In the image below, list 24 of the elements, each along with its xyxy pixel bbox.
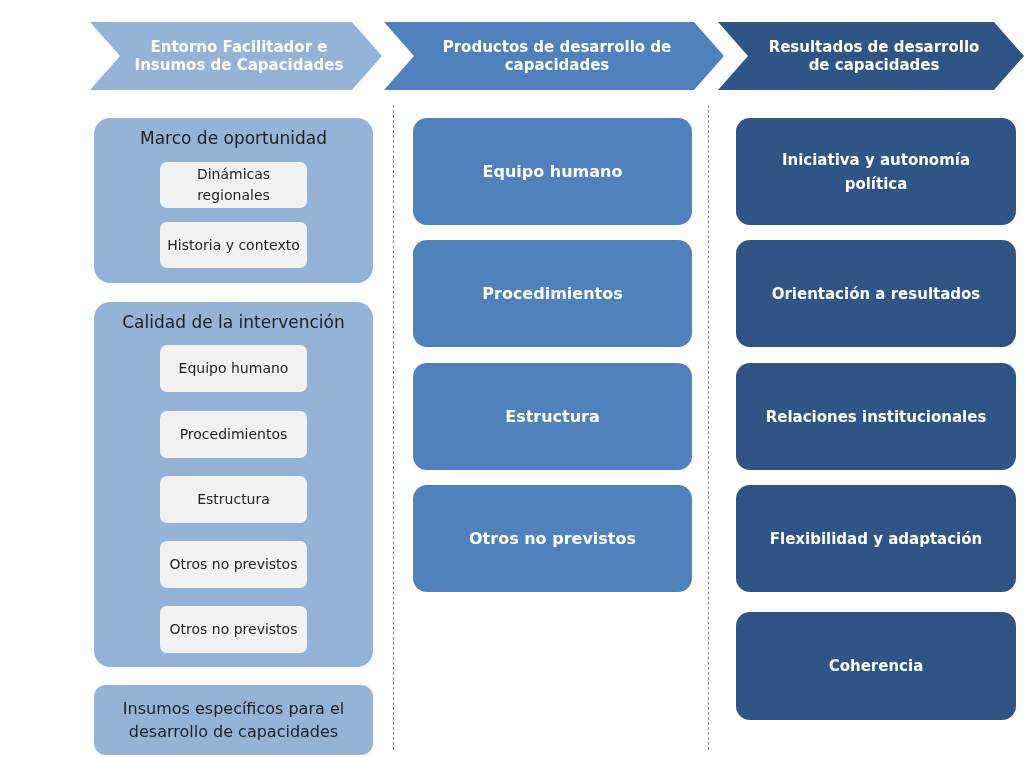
item-box: Dinámicas regionales	[160, 162, 307, 208]
result-box: Iniciativa y autonomía política	[736, 118, 1016, 225]
group-panel	[94, 302, 373, 667]
result-box: Orientación a resultados	[736, 240, 1016, 347]
input-box: Insumos específicos para el desarrollo de capacidades	[94, 685, 373, 755]
group-panel	[94, 118, 373, 283]
item-box: Otros no previstos	[160, 541, 307, 588]
output-box: Estructura	[413, 363, 692, 470]
output-box: Procedimientos	[413, 240, 692, 347]
output-box: Otros no previstos	[413, 485, 692, 592]
result-box: Coherencia	[736, 612, 1016, 720]
group-title: Marco de oportunidad	[140, 128, 327, 148]
result-box: Relaciones institucionales	[736, 363, 1016, 470]
result-box: Flexibilidad y adaptación	[736, 485, 1016, 592]
item-box: Equipo humano	[160, 345, 307, 392]
item-box: Procedimientos	[160, 411, 307, 458]
chevron-header: Resultados de desarrollo de capacidades	[718, 22, 1024, 90]
output-box: Equipo humano	[413, 118, 692, 225]
item-box: Historia y contexto	[160, 222, 307, 268]
chevron-header: Productos de desarrollo de capacidades	[384, 22, 724, 90]
group-title: Calidad de la intervención	[122, 312, 345, 332]
item-box: Otros no previstos	[160, 606, 307, 653]
chevron-header: Entorno Facilitador e Insumos de Capacidades	[90, 22, 382, 90]
item-box: Estructura	[160, 476, 307, 523]
